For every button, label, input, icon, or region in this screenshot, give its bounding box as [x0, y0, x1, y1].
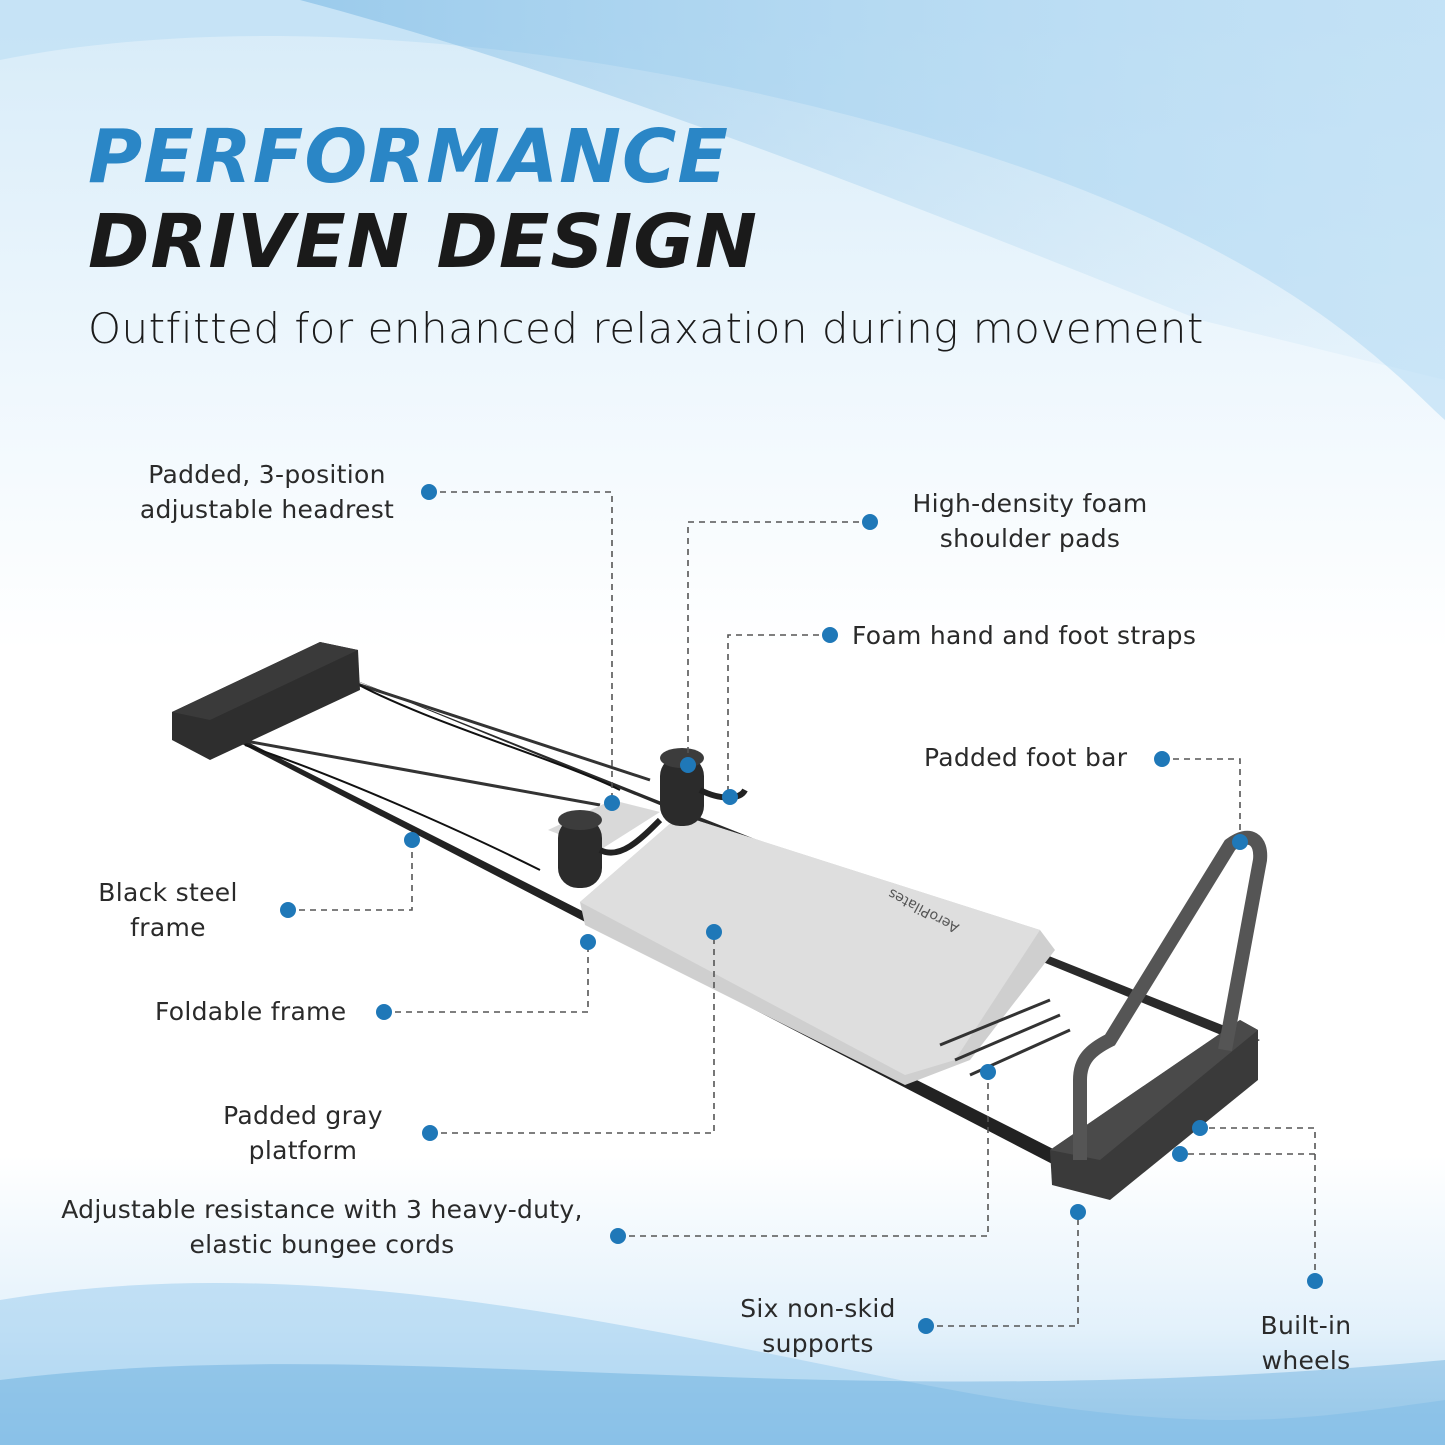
reformer-machine: AeroPilates [172, 642, 1268, 1200]
callout-platform: Padded gray platform [203, 1098, 403, 1168]
callout-text: High-density foam [912, 489, 1148, 518]
title-line-1: PERFORMANCE [88, 114, 729, 200]
callout-text: adjustable headrest [139, 495, 395, 524]
callout-text: Adjustable resistance with 3 heavy-duty, [61, 1195, 583, 1224]
callout-text: supports [762, 1329, 874, 1358]
callout-resistance: Adjustable resistance with 3 heavy-duty,… [52, 1192, 592, 1262]
callout-text: Foldable frame [155, 997, 347, 1026]
subtitle: Outfitted for enhanced relaxation during… [88, 304, 1204, 353]
shoulder-pad-right [660, 756, 704, 826]
callout-text: frame [130, 913, 206, 942]
title-line-2: DRIVEN DESIGN [88, 199, 758, 285]
callout-dots [280, 484, 1323, 1334]
callout-text: Padded foot bar [924, 743, 1128, 772]
shoulder-pad-left [558, 818, 602, 888]
callout-text: wheels [1261, 1346, 1351, 1375]
callout-text: Foam hand and foot straps [852, 621, 1197, 650]
callout-text: platform [248, 1136, 358, 1165]
callout-supports: Six non-skid supports [718, 1291, 918, 1361]
callout-wheels: Built-in wheels [1236, 1308, 1376, 1378]
callout-text: shoulder pads [939, 524, 1121, 553]
callout-straps: Foam hand and foot straps [852, 618, 1196, 653]
callout-text: Built-in [1260, 1311, 1352, 1340]
callout-steel-frame: Black steel frame [78, 875, 258, 945]
callout-text: Six non-skid [740, 1294, 896, 1323]
callout-text: elastic bungee cords [189, 1230, 455, 1259]
callout-text: Padded gray [223, 1101, 383, 1130]
callout-shoulder-pads: High-density foam shoulder pads [890, 486, 1170, 556]
callout-lines [288, 491, 1316, 1327]
callout-foldable-frame: Foldable frame [155, 994, 346, 1029]
callout-headrest: Padded, 3-position adjustable headrest [132, 457, 402, 527]
callout-text: Black steel [98, 878, 238, 907]
callout-text: Padded, 3-position [148, 460, 386, 489]
foot-bar [1073, 830, 1268, 1160]
callout-foot-bar: Padded foot bar [924, 740, 1127, 775]
